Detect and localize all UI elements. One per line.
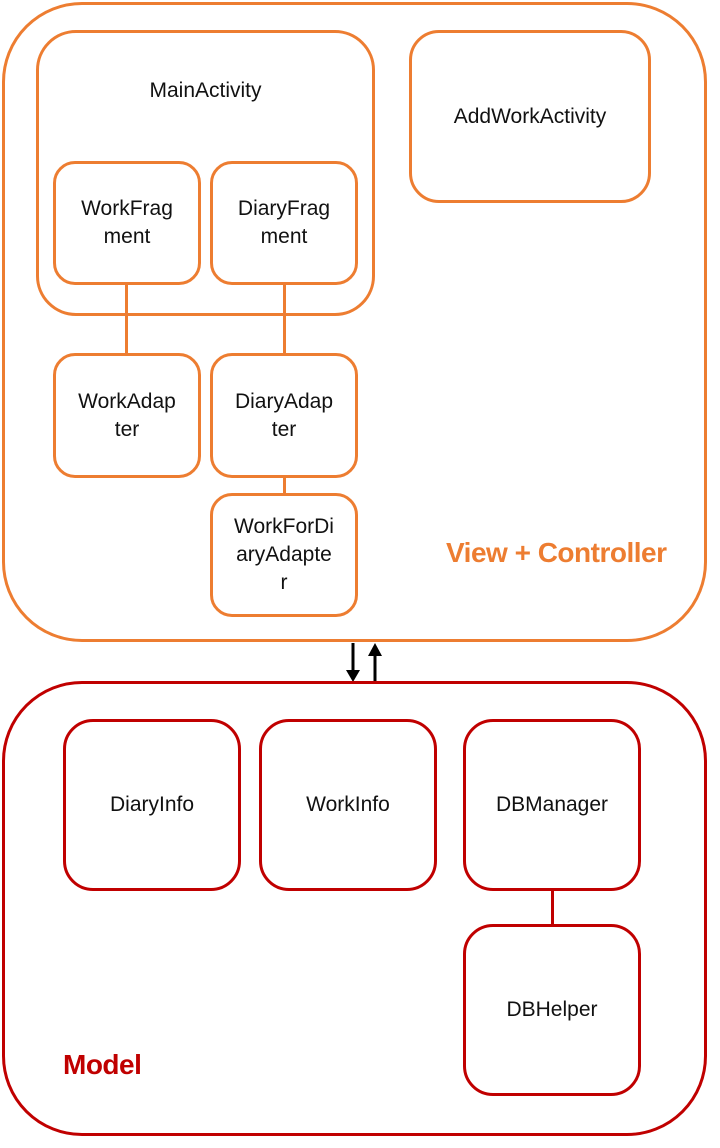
work-for-diary-adapter-label-line2: aryAdapte (236, 543, 332, 566)
diary-fragment-label-line2: ment (260, 225, 308, 248)
model-group (2, 681, 707, 1136)
work-adapter-box: WorkAdap ter (53, 353, 201, 478)
db-manager-to-helper-line (551, 891, 554, 925)
db-helper-label: DBHelper (506, 998, 598, 1021)
view-controller-group (2, 2, 707, 642)
diary-fragment-label-line1: DiaryFrag (237, 197, 331, 220)
diary-info-label: DiaryInfo (109, 793, 195, 816)
diary-adapter-label-line2: ter (271, 417, 297, 441)
work-info-box: WorkInfo (259, 719, 437, 891)
work-info-label: WorkInfo (306, 793, 390, 816)
work-adapter-label-line2: ter (114, 417, 140, 441)
diary-adapter-to-work-for-diary-line (283, 477, 286, 494)
work-adapter-label-line1: WorkAdap (78, 389, 176, 413)
add-work-activity-box: AddWorkActivity (409, 30, 651, 203)
view-controller-group-label: View + Controller (446, 537, 667, 568)
main-activity-box: MainActivity (36, 30, 375, 316)
db-manager-box: DBManager (463, 719, 641, 891)
db-helper-box: DBHelper (463, 924, 641, 1096)
diary-adapter-label-line1: DiaryAdap (234, 389, 334, 413)
arrow-down (346, 643, 360, 682)
work-for-diary-adapter-label-line3: r (280, 571, 288, 594)
work-fragment-box: WorkFrag ment (53, 161, 201, 285)
db-manager-label: DBManager (495, 793, 609, 816)
add-work-activity-label: AddWorkActivity (453, 104, 607, 128)
work-for-diary-adapter-box: WorkForDi aryAdapte r (210, 493, 358, 617)
model-group-label: Model (63, 1049, 142, 1080)
diary-info-box: DiaryInfo (63, 719, 241, 891)
diary-adapter-box: DiaryAdap ter (210, 353, 358, 478)
main-activity-label: MainActivity (149, 79, 262, 102)
work-fragment-to-adapter-line (125, 285, 128, 354)
diary-fragment-to-adapter-line (283, 285, 286, 354)
work-fragment-label-line2: ment (103, 225, 151, 248)
diary-fragment-box: DiaryFrag ment (210, 161, 358, 285)
work-for-diary-adapter-label-line1: WorkForDi (234, 515, 334, 538)
arrow-up (368, 643, 382, 682)
work-fragment-label-line1: WorkFrag (81, 197, 173, 220)
